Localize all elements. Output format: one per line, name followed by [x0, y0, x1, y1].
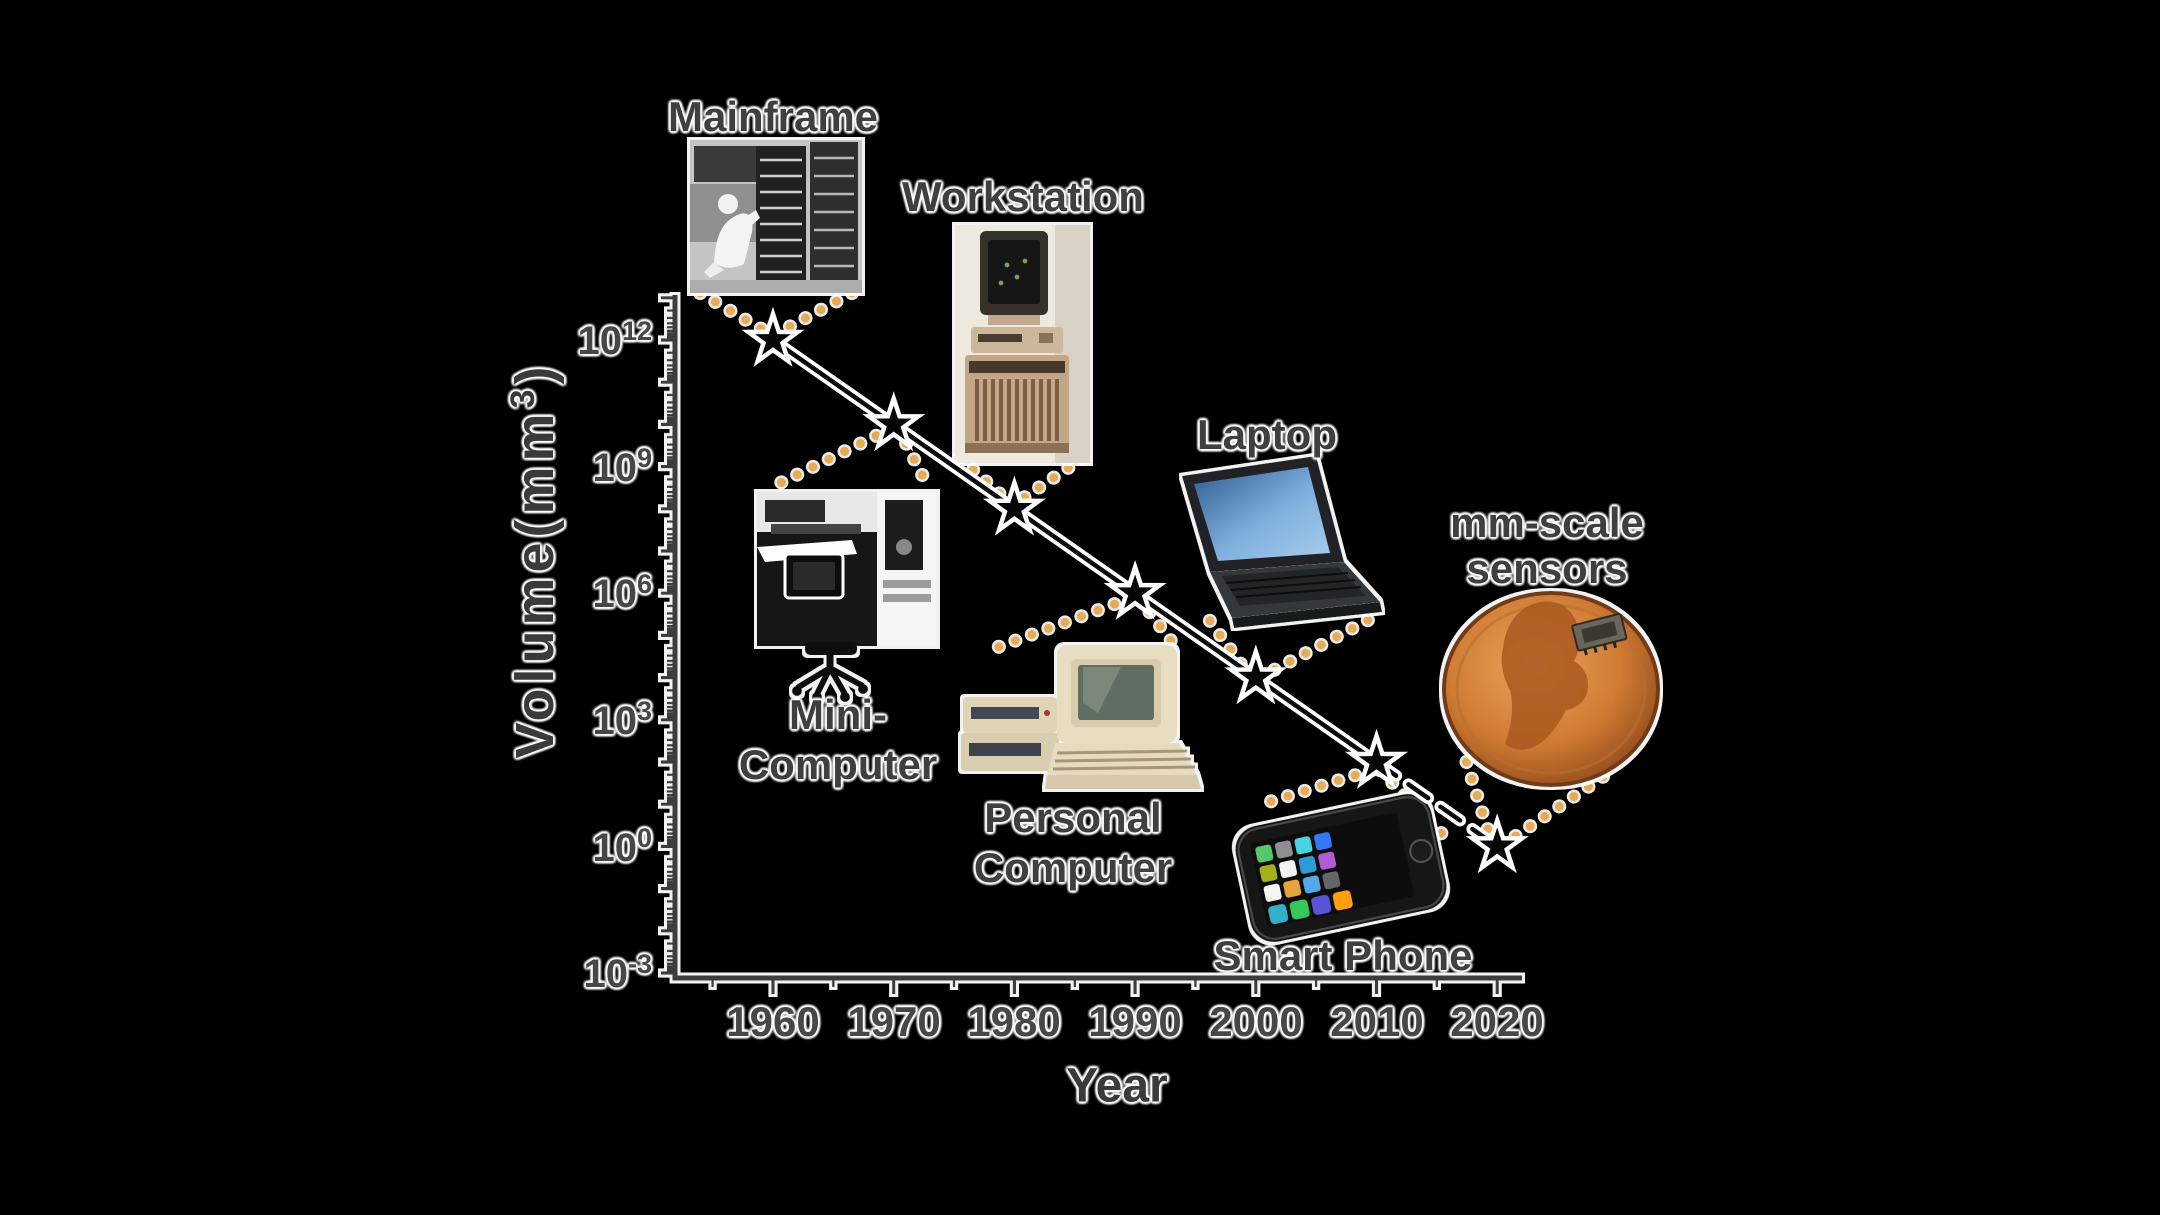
mini-computer-label: Mini-Computer — [738, 691, 938, 788]
x-tick-2010: 2010 — [1330, 998, 1424, 1045]
x-tick-1960: 1960 — [726, 998, 820, 1045]
app-icons — [1255, 832, 1353, 924]
smartphone-label: Smart Phone — [1213, 932, 1473, 979]
laptop-photo — [1182, 456, 1382, 628]
y-axis-title: Volume(mm3) — [504, 361, 565, 759]
trend-line-solid — [770, 337, 1379, 765]
y-tick-1e6: 106 — [592, 568, 652, 617]
laptop-label: Laptop — [1197, 411, 1337, 458]
x-tick-1970: 1970 — [847, 998, 941, 1045]
home-button — [1409, 838, 1434, 863]
operator-silhouette — [704, 194, 760, 278]
y-tick-1e9: 109 — [592, 442, 652, 491]
trend-layer — [748, 314, 1522, 867]
workstation-photo — [955, 225, 1090, 463]
axes — [655, 295, 1522, 994]
y-tick-1e12: 1012 — [577, 315, 652, 364]
personal-computer-photo — [961, 645, 1201, 789]
trend-line-dashed-projection — [1374, 759, 1500, 849]
x-axis-title: Year — [1066, 1059, 1168, 1113]
penny-photo — [1442, 591, 1660, 787]
y-tick-1e3: 103 — [592, 695, 652, 744]
x-tick-2020: 2020 — [1450, 998, 1544, 1045]
y-tick-1e-3: 10-3 — [583, 948, 652, 997]
mainframe-label: Mainframe — [667, 93, 879, 140]
smartphone-photo — [1235, 793, 1447, 943]
office-chair — [792, 642, 868, 702]
y-tick-1e0: 100 — [592, 822, 652, 871]
workstation-label: Workstation — [902, 173, 1144, 220]
x-tick-2000: 2000 — [1209, 998, 1303, 1045]
mainframe-photo — [690, 140, 862, 293]
sensor-chip — [1571, 612, 1628, 656]
lincoln-profile — [1501, 601, 1589, 750]
x-tick-1990: 1990 — [1088, 998, 1182, 1045]
mini-computer-photo — [757, 492, 937, 702]
x-tick-1980: 1980 — [967, 998, 1061, 1045]
